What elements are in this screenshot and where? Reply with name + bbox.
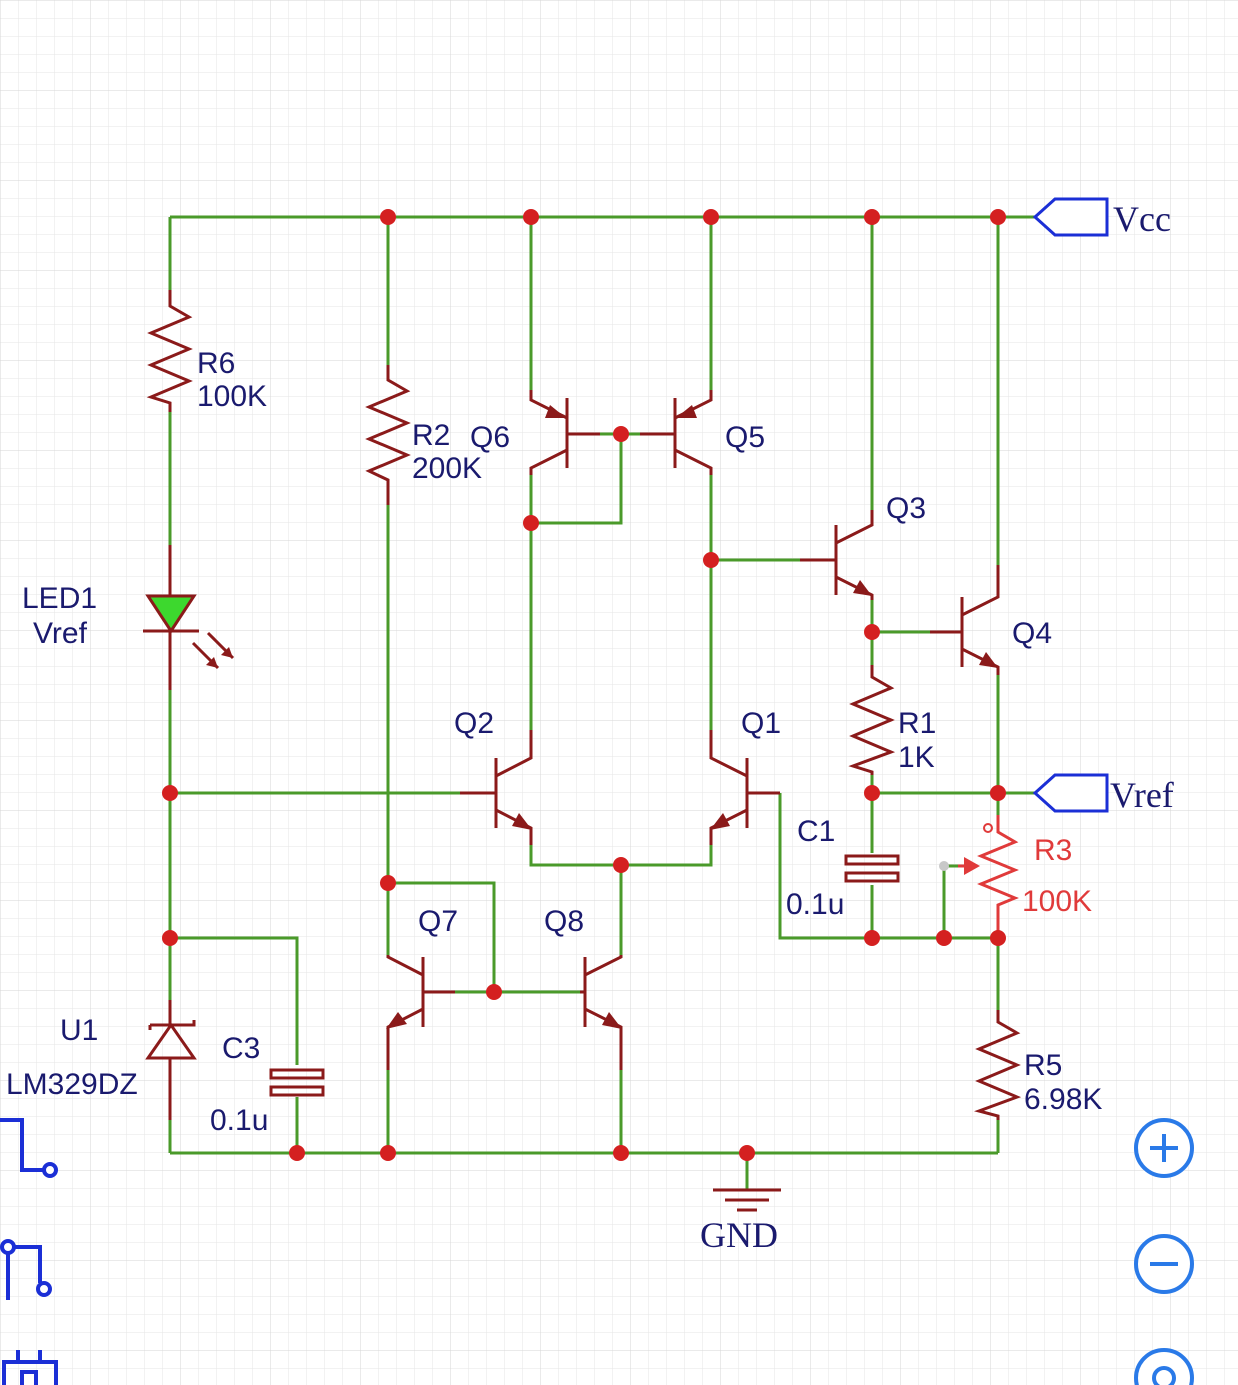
transistor-q3[interactable] — [800, 510, 874, 600]
resistor-r1[interactable] — [848, 665, 896, 775]
r5-ref-label: R5 — [1024, 1049, 1062, 1082]
r1-value-label: 1K — [898, 741, 935, 774]
transistor-q8[interactable] — [580, 955, 623, 1070]
vcc-port-label: Vcc — [1113, 199, 1171, 239]
transistor-q7[interactable] — [386, 955, 455, 1070]
vref-port-label: Vref — [1110, 775, 1174, 815]
r3-ref-label: R3 — [1034, 834, 1072, 867]
q3-ref-label: Q3 — [886, 492, 926, 525]
c3-value-label: 0.1u — [210, 1104, 268, 1137]
c3-ref-label: C3 — [222, 1032, 260, 1065]
resistor-r2[interactable] — [365, 365, 411, 505]
led-led1[interactable] — [143, 545, 235, 690]
resistor-r6[interactable] — [146, 290, 193, 412]
zoom-in-icon[interactable] — [1134, 1118, 1194, 1178]
capacitor-c3[interactable] — [269, 1068, 325, 1097]
led1-ref-label: LED1 — [22, 582, 97, 615]
q5-ref-label: Q5 — [725, 421, 765, 454]
bus-tool-icon[interactable] — [0, 1239, 52, 1300]
transistor-q1[interactable] — [709, 730, 780, 845]
r3-value-label: 100K — [1022, 885, 1092, 918]
r6-value-label: 100K — [197, 380, 267, 413]
zener-u1[interactable] — [145, 1000, 197, 1120]
transistor-q5[interactable] — [640, 390, 713, 475]
r2-ref-label: R2 — [412, 419, 450, 452]
r2-value-label: 200K — [412, 452, 482, 485]
potentiometer-r3[interactable] — [939, 815, 1019, 938]
transistor-q4[interactable] — [930, 565, 1000, 675]
transistor-q2[interactable] — [460, 730, 533, 845]
ground-symbol[interactable] — [713, 1188, 781, 1212]
fit-view-icon[interactable] — [1134, 1348, 1194, 1385]
q8-ref-label: Q8 — [544, 905, 584, 938]
q2-ref-label: Q2 — [454, 707, 494, 740]
u1-value-label: LM329DZ — [6, 1068, 138, 1101]
r5-value-label: 6.98K — [1024, 1083, 1102, 1116]
zoom-out-icon[interactable] — [1134, 1234, 1194, 1294]
led1-value-label: Vref — [33, 617, 88, 650]
capacitor-c1[interactable] — [844, 854, 900, 883]
port-vcc[interactable] — [1032, 197, 1109, 237]
net-label-tool-icon[interactable] — [2, 1350, 58, 1385]
gnd-label: GND — [700, 1215, 778, 1255]
q7-ref-label: Q7 — [418, 905, 458, 938]
transistor-q6[interactable] — [529, 390, 600, 475]
r6-ref-label: R6 — [197, 347, 235, 380]
q1-ref-label: Q1 — [741, 707, 781, 740]
q6-ref-label: Q6 — [470, 421, 510, 454]
c1-value-label: 0.1u — [786, 888, 844, 921]
q4-ref-label: Q4 — [1012, 617, 1052, 650]
c1-ref-label: C1 — [797, 815, 835, 848]
r1-ref-label: R1 — [898, 707, 936, 740]
wire-tool-icon[interactable] — [0, 1118, 58, 1178]
resistor-r5[interactable] — [974, 1010, 1022, 1120]
junction-dots — [162, 209, 1006, 1161]
port-vref[interactable] — [1032, 773, 1109, 813]
u1-ref-label: U1 — [60, 1014, 98, 1047]
